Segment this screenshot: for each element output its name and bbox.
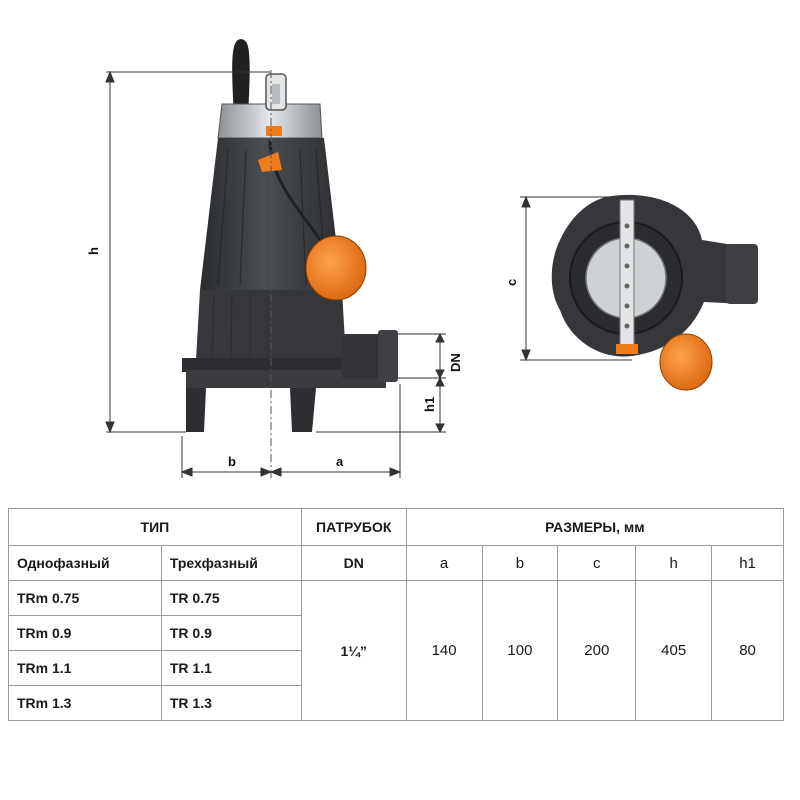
- table-row: TRm 1.1 TR 1.1: [8, 650, 784, 686]
- three-phase-header: Трехфазный: [160, 545, 302, 581]
- spec-table: ТИП ПАТРУБОК РАЗМЕРЫ, мм Однофазный Трех…: [8, 508, 785, 721]
- model-three: TR 1.3: [160, 685, 302, 721]
- dimension-c: [520, 195, 632, 362]
- model-single: TRm 1.3: [8, 685, 162, 721]
- value-h: 405: [635, 580, 713, 721]
- col-header-a: a: [405, 545, 483, 581]
- col-header-b: b: [481, 545, 559, 581]
- dim-label-c: c: [504, 279, 519, 286]
- table-row: TRm 1.3 TR 1.3: [8, 685, 784, 721]
- dimension-dn-h1: [316, 332, 446, 434]
- value-c: 200: [557, 580, 637, 721]
- type-header: ТИП: [8, 508, 302, 546]
- value-a: 140: [405, 580, 483, 721]
- dn-value: 1¼”: [300, 580, 407, 721]
- sizes-header: РАЗМЕРЫ, мм: [405, 508, 785, 546]
- dimension-h: [105, 70, 270, 434]
- col-header-h1: h1: [711, 545, 784, 581]
- nozzle-header: ПАТРУБОК: [300, 508, 407, 546]
- dim-label-dn: DN: [448, 353, 463, 372]
- model-single: TRm 1.1: [8, 650, 162, 686]
- model-three: TR 1.1: [160, 650, 302, 686]
- dim-label-b: b: [228, 454, 236, 469]
- dimension-b-a: [180, 384, 402, 478]
- pump-side-view: [182, 39, 398, 432]
- pump-top-view: [551, 194, 758, 391]
- value-b: 100: [481, 580, 559, 721]
- col-header-c: c: [557, 545, 637, 581]
- single-phase-header: Однофазный: [8, 545, 162, 581]
- model-single: TRm 0.9: [8, 615, 162, 651]
- col-header-h: h: [635, 545, 713, 581]
- dim-label-h: h: [86, 247, 101, 255]
- model-three: TR 0.75: [160, 580, 302, 616]
- table-row: TRm 0.75 TR 0.75 1¼” 140 100 200 405 80: [8, 580, 784, 721]
- model-three: TR 0.9: [160, 615, 302, 651]
- pump-dimension-drawing: h b a DN h1: [86, 39, 758, 478]
- dim-label-a: a: [336, 454, 344, 469]
- value-h1: 80: [711, 580, 784, 721]
- dn-header: DN: [300, 545, 407, 581]
- dim-label-h1: h1: [422, 397, 437, 412]
- model-single: TRm 0.75: [8, 580, 162, 616]
